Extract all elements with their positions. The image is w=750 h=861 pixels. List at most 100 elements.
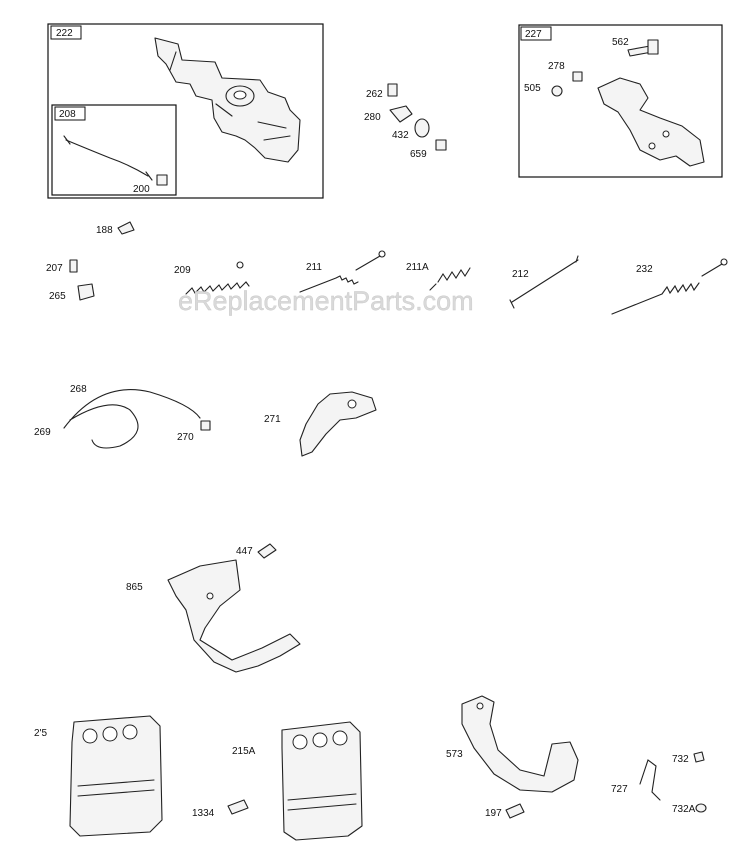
box-222-label: 222 bbox=[56, 28, 73, 39]
part-432-bushing[interactable] bbox=[414, 118, 430, 138]
label-505: 505 bbox=[524, 83, 541, 94]
part-188-screw[interactable] bbox=[117, 221, 135, 235]
part-209-hook bbox=[236, 261, 244, 269]
part-227-bracket[interactable] bbox=[597, 77, 705, 167]
label-200: 200 bbox=[133, 184, 150, 195]
part-209-spring[interactable] bbox=[185, 281, 250, 295]
label-207: 207 bbox=[46, 263, 63, 274]
label-447: 447 bbox=[236, 546, 253, 557]
part-215a-hole-1 bbox=[292, 734, 308, 750]
part-232-spring[interactable] bbox=[611, 263, 723, 315]
group-top-center: 262 280 432 659 bbox=[364, 83, 447, 160]
box-227-frame bbox=[518, 24, 723, 178]
part-271-hole bbox=[347, 399, 357, 409]
part-215a-hole-3 bbox=[332, 730, 348, 746]
group-227: 227 562 278 505 bbox=[518, 24, 723, 178]
part-208-link-end bbox=[63, 135, 153, 181]
group-row-bottom-left: 2'5 215A 1334 bbox=[34, 715, 363, 841]
part-268-cable[interactable] bbox=[63, 389, 201, 449]
label-727: 727 bbox=[611, 784, 628, 795]
part-215a-panel[interactable] bbox=[281, 721, 363, 841]
label-211a: 211A bbox=[406, 262, 429, 273]
label-865: 865 bbox=[126, 582, 143, 593]
part-270-nut[interactable] bbox=[200, 420, 211, 431]
part-207[interactable] bbox=[69, 259, 78, 273]
part-222-spool-hole bbox=[233, 90, 247, 100]
part-208-link[interactable] bbox=[65, 139, 149, 177]
part-573-hole bbox=[476, 702, 484, 710]
label-211: 211 bbox=[306, 262, 322, 273]
label-215a: 215A bbox=[232, 746, 256, 757]
box-222-frame bbox=[47, 23, 324, 199]
box-208-tag bbox=[54, 106, 86, 121]
part-212-rod[interactable] bbox=[509, 255, 579, 309]
part-447-screw[interactable] bbox=[257, 543, 277, 559]
part-215-rib bbox=[77, 779, 155, 797]
label-212: 212 bbox=[512, 269, 529, 280]
label-659: 659 bbox=[410, 149, 427, 160]
label-1334: 1334 bbox=[192, 808, 215, 819]
part-211-hook bbox=[378, 250, 386, 258]
part-271-bracket[interactable] bbox=[299, 391, 377, 457]
part-278[interactable] bbox=[572, 71, 583, 82]
part-1334-screw[interactable] bbox=[227, 799, 249, 815]
label-262: 262 bbox=[366, 89, 383, 100]
part-215a-hole-2 bbox=[312, 732, 328, 748]
part-573-guard[interactable] bbox=[461, 695, 579, 793]
part-562-head bbox=[647, 39, 659, 55]
part-227-hole bbox=[662, 130, 670, 138]
box-227-tag bbox=[520, 26, 552, 41]
label-232: 232 bbox=[636, 264, 653, 275]
part-505[interactable] bbox=[551, 85, 563, 97]
part-200-nut[interactable] bbox=[156, 174, 168, 186]
part-262-screw[interactable] bbox=[387, 83, 398, 97]
part-215-hole-1 bbox=[82, 728, 98, 744]
box-227-label: 227 bbox=[525, 29, 542, 40]
part-222-detail bbox=[169, 51, 291, 141]
group-222: 222 bbox=[47, 23, 324, 199]
label-269: 269 bbox=[34, 427, 51, 438]
label-573: 573 bbox=[446, 749, 463, 760]
part-232-hook bbox=[720, 258, 728, 266]
label-280: 280 bbox=[364, 112, 381, 123]
label-215: 2'5 bbox=[34, 728, 47, 739]
label-271: 271 bbox=[264, 414, 281, 425]
label-188: 188 bbox=[96, 225, 113, 236]
part-215-hole-2 bbox=[102, 726, 118, 742]
part-265-clip[interactable] bbox=[77, 283, 95, 301]
group-208: 208 200 bbox=[51, 104, 177, 196]
part-727-clip[interactable] bbox=[639, 759, 661, 801]
label-432: 432 bbox=[392, 130, 409, 141]
label-268: 268 bbox=[70, 384, 87, 395]
group-row-cable: 268 269 270 271 bbox=[34, 384, 377, 457]
label-278: 278 bbox=[548, 61, 565, 72]
label-732: 732 bbox=[672, 754, 689, 765]
part-280-clip[interactable] bbox=[389, 105, 413, 123]
box-208-label: 208 bbox=[59, 109, 76, 120]
part-197-screw[interactable] bbox=[505, 803, 525, 819]
box-208-frame bbox=[51, 104, 177, 196]
part-215a-rib bbox=[287, 793, 357, 811]
part-732a[interactable] bbox=[695, 803, 707, 813]
part-215-panel[interactable] bbox=[69, 715, 163, 837]
group-row-bottom-right: 573 197 732 727 732A bbox=[446, 695, 707, 819]
part-732[interactable] bbox=[693, 751, 705, 763]
box-222-tag bbox=[50, 25, 82, 40]
part-215-hole-3 bbox=[122, 724, 138, 740]
group-row-shroud: 447 865 bbox=[126, 543, 301, 673]
part-865-shroud[interactable] bbox=[167, 559, 301, 673]
part-211-spring[interactable] bbox=[299, 255, 381, 293]
watermark: eReplacementParts.com bbox=[178, 286, 474, 316]
part-865-hole bbox=[206, 592, 214, 600]
label-265: 265 bbox=[49, 291, 66, 302]
label-209: 209 bbox=[174, 265, 191, 276]
label-732a: 732A bbox=[672, 804, 696, 815]
label-197: 197 bbox=[485, 808, 502, 819]
group-row-springs: 188 207 265 209 211 211A 212 232 bbox=[46, 221, 728, 315]
part-659-nut[interactable] bbox=[435, 139, 447, 151]
part-211a-spring[interactable] bbox=[429, 267, 471, 291]
label-270: 270 bbox=[177, 432, 194, 443]
part-227-hole-2 bbox=[648, 142, 656, 150]
label-562: 562 bbox=[612, 37, 629, 48]
